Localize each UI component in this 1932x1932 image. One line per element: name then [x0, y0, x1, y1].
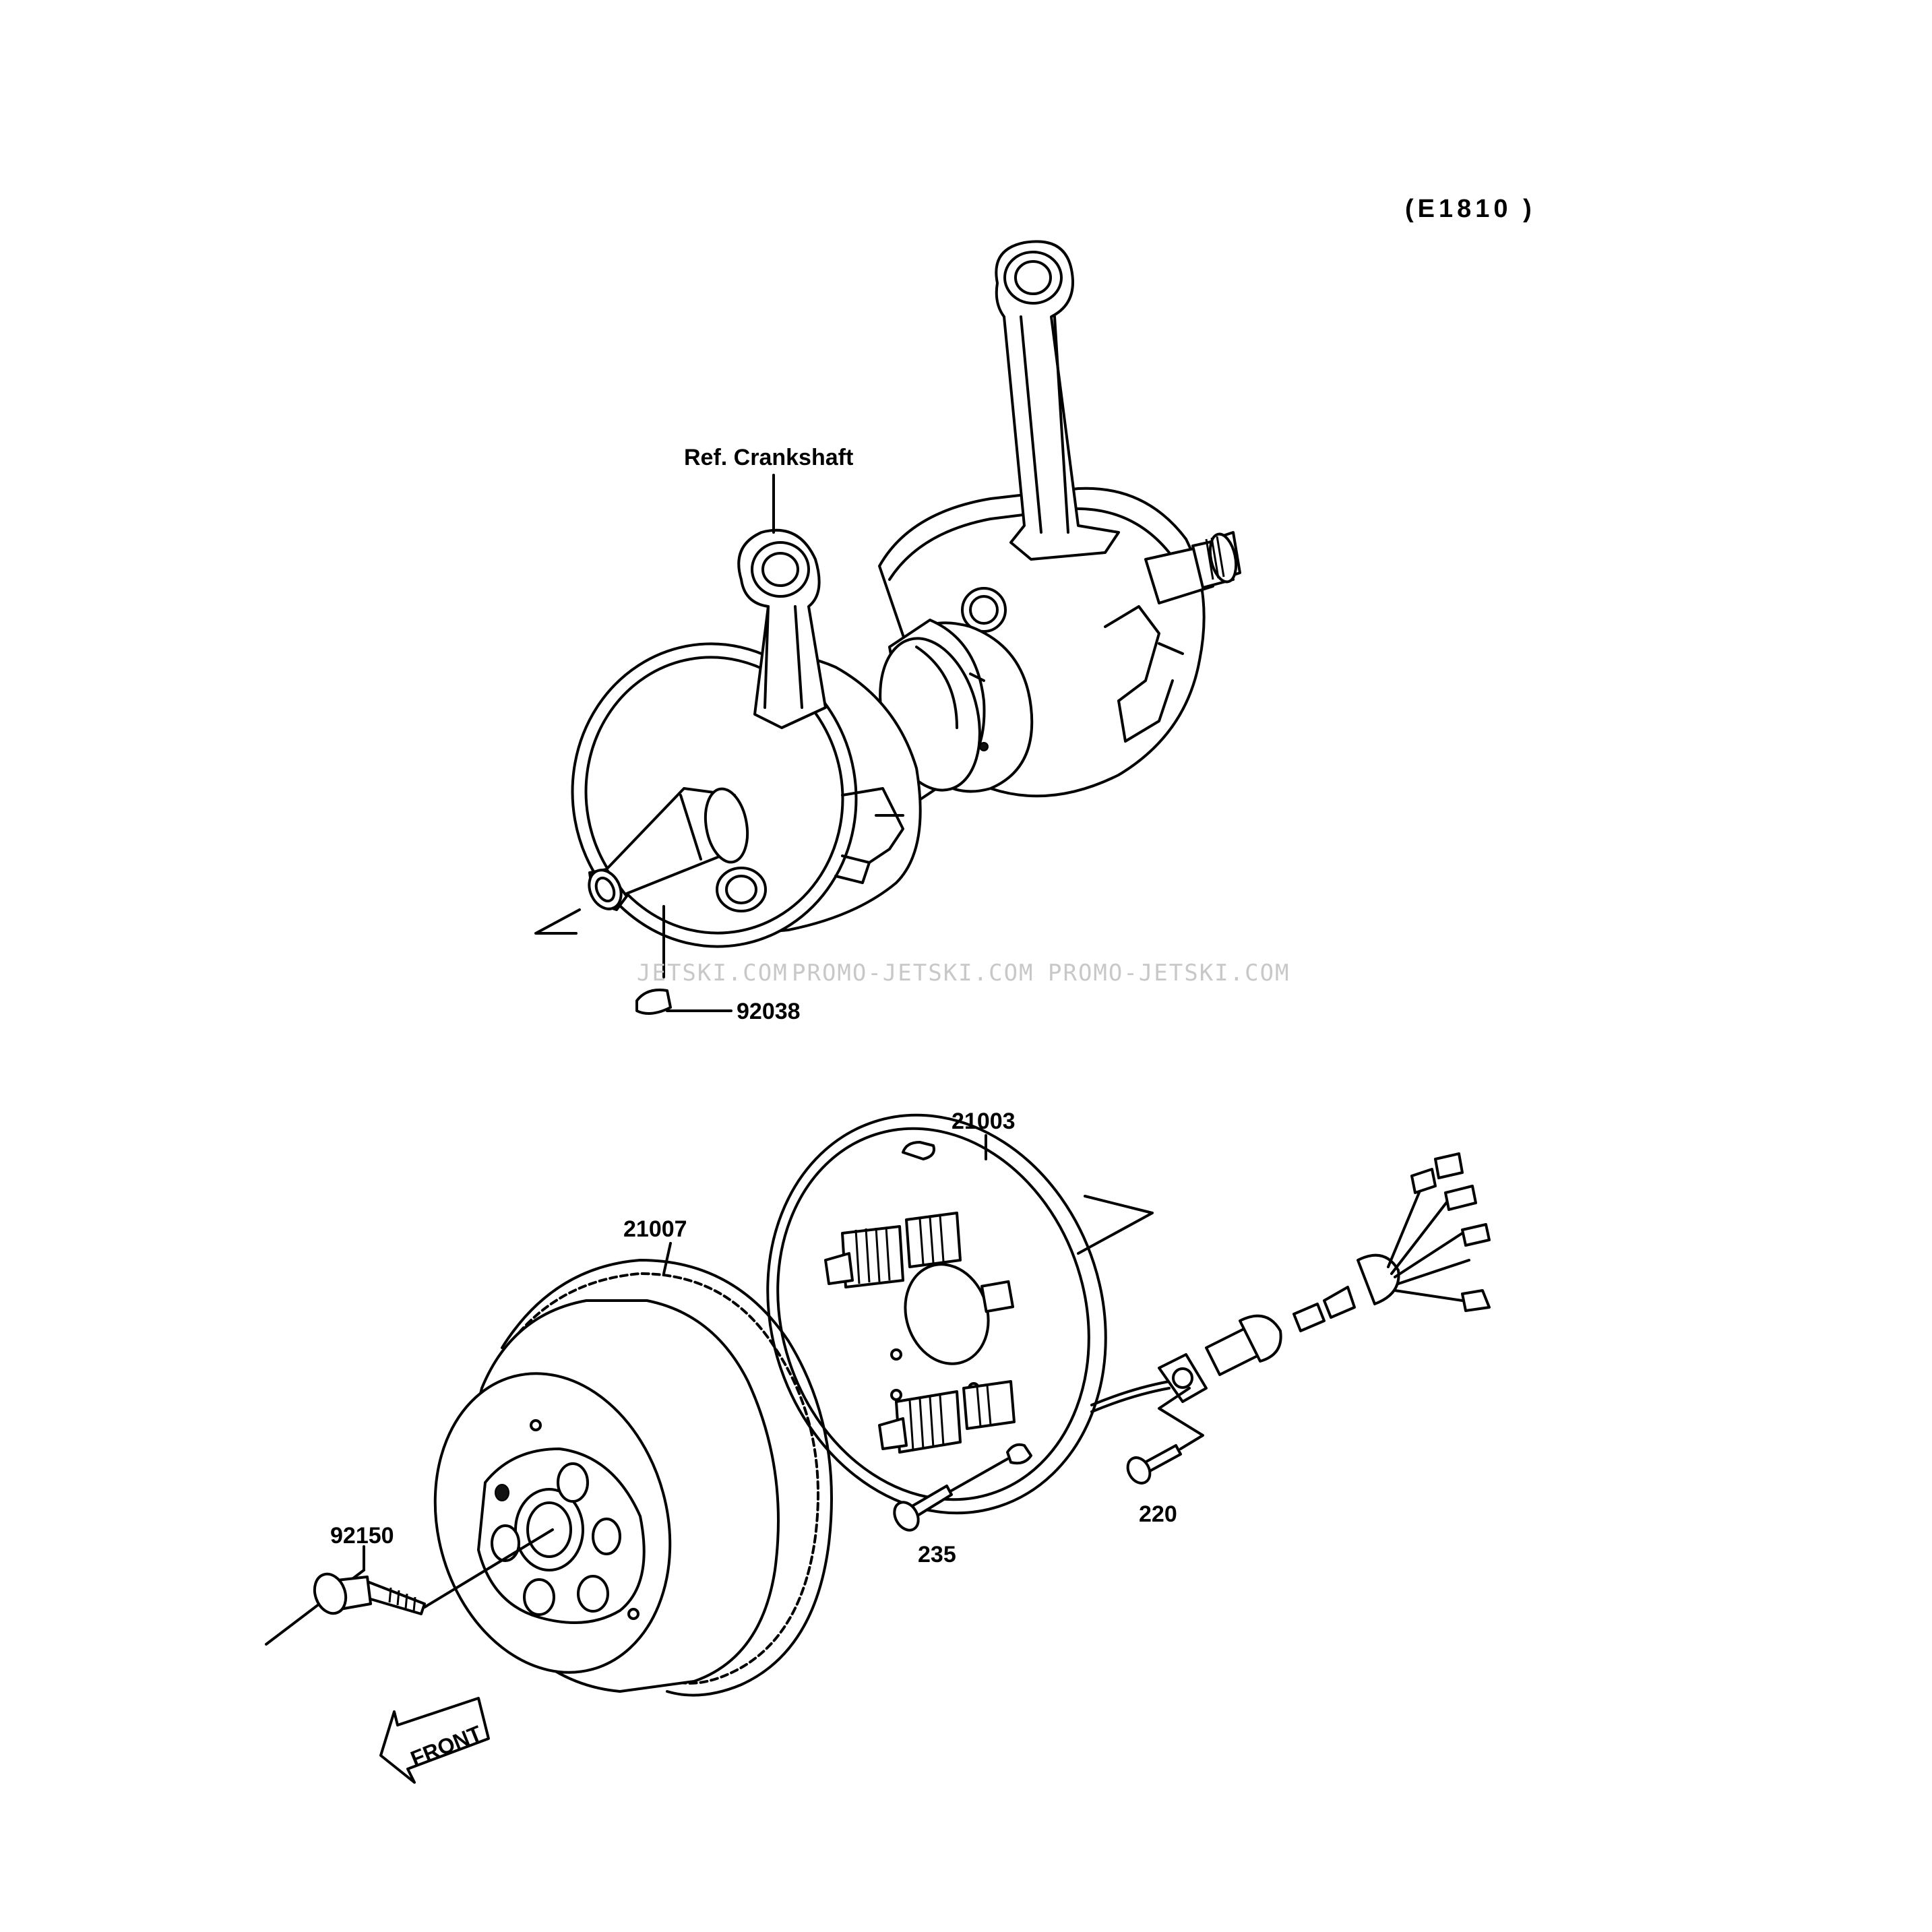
part-label-92150: 92150	[330, 1523, 394, 1549]
stator-wiring-harness	[1090, 1152, 1491, 1413]
crankshaft-assembly	[534, 240, 1241, 948]
part-label-235: 235	[918, 1542, 956, 1567]
flywheel-rotor-21007	[433, 1242, 833, 1697]
ref-crankshaft-label: Ref. Crankshaft	[684, 445, 853, 470]
watermark-1: JETSKI.COM	[637, 960, 788, 987]
crankshaft-threaded-end	[1144, 531, 1241, 604]
stator-coils-upper	[824, 1212, 962, 1288]
crankshaft-tapered-end	[588, 787, 749, 911]
axis-marker-crank	[534, 908, 581, 935]
stator-coils-lower	[878, 1380, 1016, 1454]
watermark-3: PROMO-JETSKI.COM	[1048, 960, 1290, 987]
woodruff-key-92038	[635, 905, 733, 1015]
part-label-220: 220	[1139, 1501, 1177, 1527]
front-direction-arrow: FRONT	[379, 1697, 490, 1784]
bolt-92150	[265, 1528, 554, 1646]
axis-marker-stator	[1077, 1195, 1154, 1255]
stator-plate-21003	[766, 1113, 1154, 1515]
connecting-rod-right	[995, 240, 1120, 561]
part-label-92038: 92038	[737, 999, 801, 1024]
connecting-rod-left	[737, 528, 827, 729]
watermark-2: PROMO-JETSKI.COM	[792, 960, 1034, 987]
part-label-21007: 21007	[623, 1216, 687, 1242]
screw-220	[1126, 1387, 1204, 1485]
screw-235	[893, 1458, 1009, 1532]
diagram-code: (E1810 )	[1405, 195, 1536, 223]
part-label-21003: 21003	[952, 1109, 1016, 1134]
